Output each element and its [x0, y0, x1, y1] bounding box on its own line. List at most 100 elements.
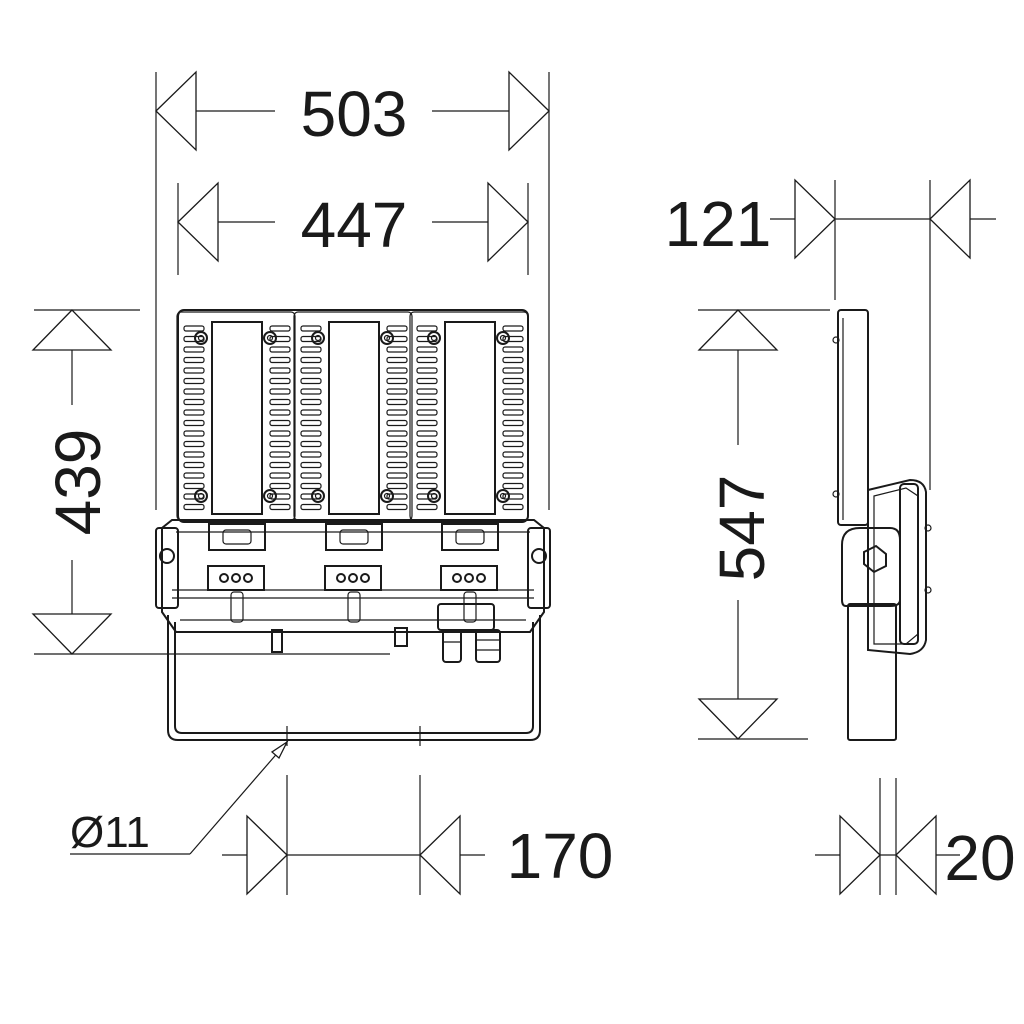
screw	[263, 489, 277, 503]
fin	[502, 472, 524, 479]
fin	[416, 367, 438, 374]
screw-center	[499, 334, 507, 342]
screw-center	[197, 334, 205, 342]
fin	[269, 419, 291, 427]
fin	[269, 377, 291, 385]
fin	[269, 335, 291, 343]
fin	[300, 356, 322, 364]
fin	[416, 482, 438, 490]
fin	[183, 451, 205, 458]
module-screws	[194, 331, 510, 503]
fin	[183, 325, 205, 332]
fin	[183, 503, 205, 511]
fin	[269, 346, 291, 353]
fin	[502, 409, 524, 416]
fin	[502, 503, 524, 511]
fin	[386, 493, 408, 500]
fin	[386, 451, 408, 458]
cooling-fins	[183, 325, 524, 511]
screw-center	[266, 334, 274, 342]
screw-center	[314, 492, 322, 500]
fin	[502, 335, 524, 343]
screw	[496, 489, 510, 503]
fin	[183, 335, 205, 343]
screw-center	[197, 492, 205, 500]
fin	[386, 430, 408, 437]
terminal-hole	[219, 573, 229, 583]
fin	[183, 377, 205, 385]
dimension-bracket-thickness: 20	[815, 778, 1016, 896]
fin	[269, 356, 291, 364]
terminal-hole	[336, 573, 346, 583]
screw-center	[266, 492, 274, 500]
fin	[183, 356, 205, 364]
dimension-label-547: 547	[706, 475, 778, 582]
led-window	[328, 321, 380, 515]
fin	[416, 356, 438, 364]
fin	[416, 335, 438, 343]
dimension-label-hole: Ø11	[70, 808, 150, 857]
led-window	[444, 321, 496, 515]
dimension-label-170: 170	[507, 820, 614, 892]
fin	[416, 377, 438, 385]
fin	[269, 461, 291, 469]
screw	[427, 489, 441, 503]
screw	[311, 331, 325, 345]
fin	[386, 377, 408, 385]
led-window	[211, 321, 263, 515]
fin	[416, 346, 438, 353]
screw	[263, 331, 277, 345]
fin	[416, 503, 438, 511]
terminal-hole	[348, 573, 358, 583]
screw	[194, 331, 208, 345]
fin	[300, 409, 322, 416]
led-modules	[176, 311, 529, 521]
fin	[386, 335, 408, 343]
fin	[416, 472, 438, 479]
module-clip-inner	[455, 529, 485, 545]
terminal-hole	[360, 573, 370, 583]
screw	[311, 489, 325, 503]
cable-tab	[463, 591, 477, 623]
screw	[380, 489, 394, 503]
fin	[300, 377, 322, 385]
fin	[300, 503, 322, 511]
terminal-hole	[476, 573, 486, 583]
fin	[416, 325, 438, 332]
side-profile	[832, 309, 932, 741]
fin	[502, 356, 524, 364]
fin	[300, 325, 322, 332]
fin	[386, 346, 408, 353]
module-clip	[325, 523, 383, 551]
fin	[183, 461, 205, 469]
fin	[183, 346, 205, 353]
dimension-heatsink-width: 447	[177, 181, 529, 275]
dimension-mounting-hole: Ø11	[70, 740, 289, 857]
fin	[502, 461, 524, 469]
fin	[300, 440, 322, 448]
screw	[427, 331, 441, 345]
fin	[416, 419, 438, 427]
dimension-depth: 121	[665, 178, 996, 490]
fin	[300, 430, 322, 437]
fin	[269, 398, 291, 406]
fin	[183, 430, 205, 437]
fin	[269, 493, 291, 500]
fin	[502, 398, 524, 406]
fin	[502, 482, 524, 490]
fin	[269, 440, 291, 448]
fin	[269, 451, 291, 458]
fin	[416, 388, 438, 395]
fin	[183, 398, 205, 406]
fin	[416, 409, 438, 416]
module-clip-inner	[339, 529, 369, 545]
driver-housing	[155, 519, 551, 663]
fin	[183, 409, 205, 416]
fin	[269, 409, 291, 416]
terminal-hole	[243, 573, 253, 583]
dimension-label-121: 121	[665, 188, 772, 260]
front-view: 503 447 439	[31, 70, 614, 896]
fin	[386, 356, 408, 364]
dimension-label-503: 503	[301, 78, 408, 150]
fin	[269, 472, 291, 479]
